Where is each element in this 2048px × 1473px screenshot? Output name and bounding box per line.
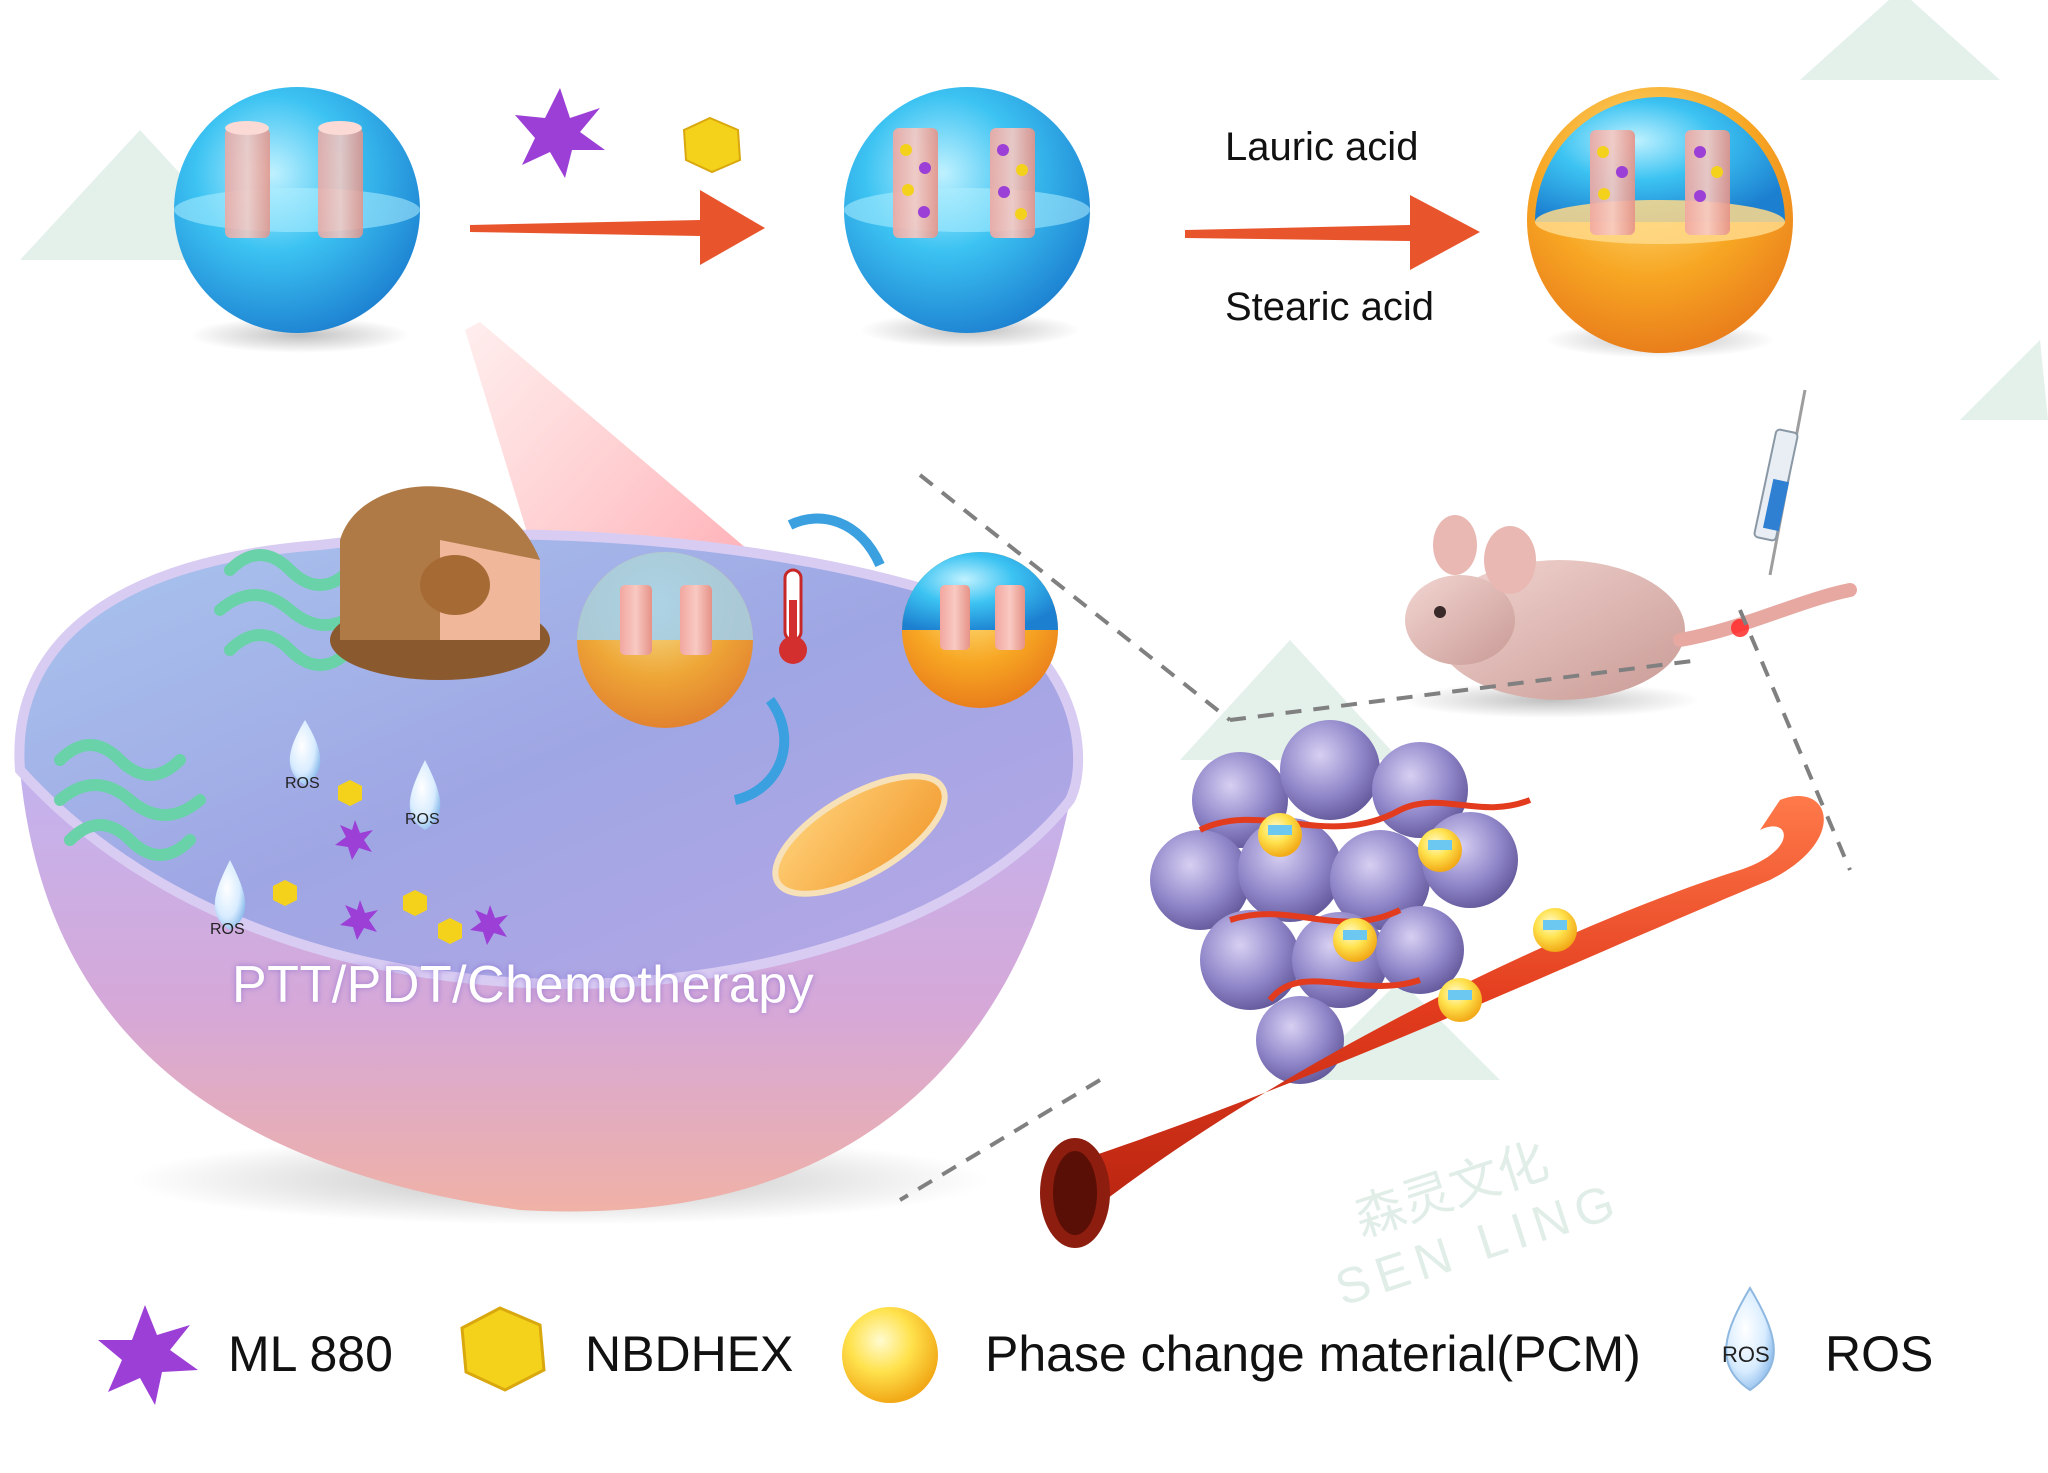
mesoporous-sphere-loaded <box>844 87 1090 348</box>
process-arrow-2 <box>1185 195 1480 270</box>
legend-ros-icon <box>1725 1286 1775 1392</box>
blood-vessel <box>1040 796 1824 1248</box>
pcm-particle-in-cell <box>577 552 753 728</box>
reagent-stearic-acid: Stearic acid <box>1225 285 1434 329</box>
syringe-icon <box>1753 389 1807 576</box>
ml880-star-icon <box>515 88 605 178</box>
legend-ml880-label: ML 880 <box>228 1326 393 1382</box>
pcm-particle-entering <box>902 552 1058 708</box>
legend-ml880-icon <box>98 1305 198 1405</box>
mouse-illustration <box>1400 515 1857 718</box>
tumor-mass <box>1150 720 1532 1084</box>
pcm-particles-in-blood <box>1258 813 1577 1022</box>
process-arrow-1 <box>470 190 765 265</box>
ros-tag: ROS <box>210 921 245 938</box>
endoplasmic-reticulum <box>54 549 366 861</box>
drug-molecules-in-cell <box>273 780 508 945</box>
nucleus <box>330 486 550 680</box>
mesoporous-sphere-empty <box>174 87 420 353</box>
therapy-label: PTT/PDT/Chemotherapy <box>232 956 815 1014</box>
legend-pcm-icon <box>842 1307 938 1403</box>
nbdhex-hexagon-icon <box>682 116 742 174</box>
release-arrows <box>733 513 885 805</box>
mitochondrion <box>772 773 948 897</box>
reagent-lauric-acid: Lauric acid <box>1225 125 1419 169</box>
zoom-guide-lines <box>898 473 1852 1202</box>
legend-pcm-label: Phase change material(PCM) <box>985 1326 1641 1382</box>
legend-nbdhex-icon <box>460 1306 546 1392</box>
ros-tag: ROS <box>285 775 320 792</box>
ros-droplet-icon <box>214 720 441 930</box>
ros-tag: ROS <box>405 811 440 828</box>
legend-ros-tag: ROS <box>1722 1342 1770 1367</box>
legend-ros-label: ROS <box>1825 1326 1934 1382</box>
legend-nbdhex-label: NBDHEX <box>585 1326 794 1382</box>
thermometer-icon <box>779 568 807 664</box>
pcm-coated-sphere <box>1527 87 1793 358</box>
